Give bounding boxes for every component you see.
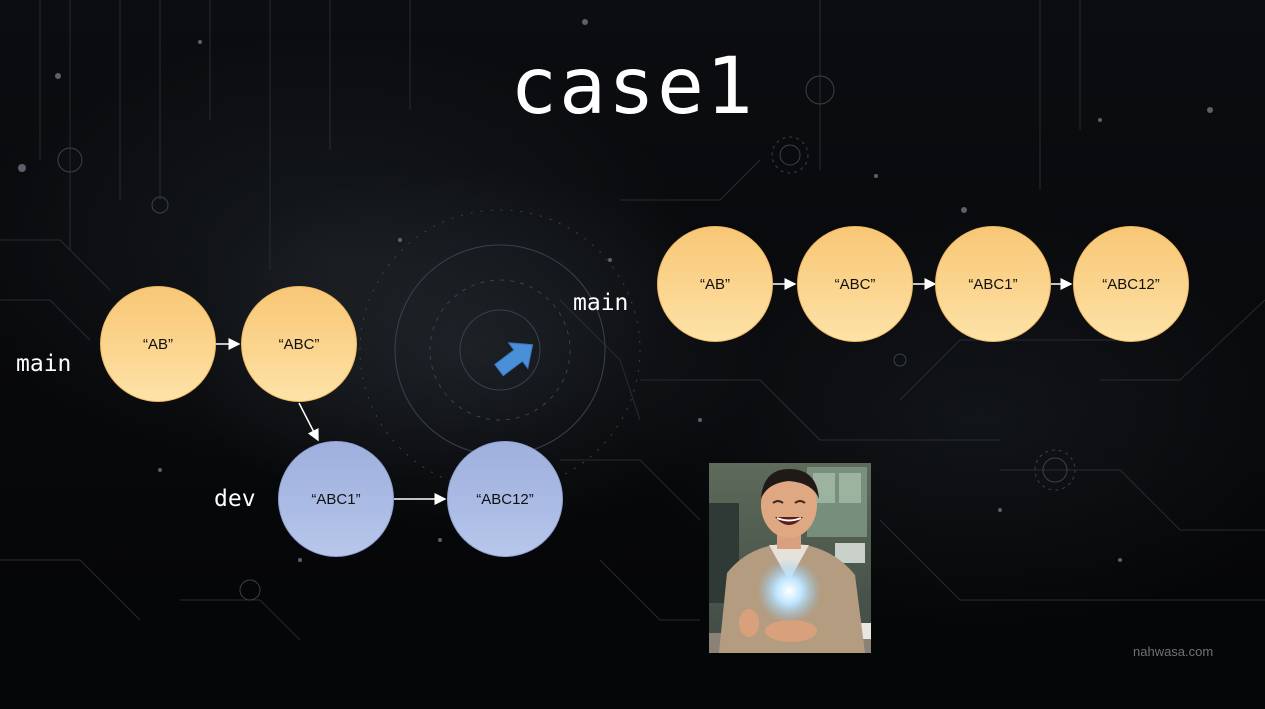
commit-node-main-ab: “AB” (100, 286, 216, 402)
commit-label: “ABC12” (1102, 275, 1160, 293)
branch-label-main-after: main (573, 290, 629, 316)
commit-label: “ABC1” (968, 275, 1018, 293)
meme-photo (709, 463, 871, 653)
commit-node-after-abc12: “ABC12” (1073, 226, 1189, 342)
commit-node-main-abc: “ABC” (241, 286, 357, 402)
commit-node-after-ab: “AB” (657, 226, 773, 342)
commit-label: “ABC” (278, 335, 320, 353)
slide-title: case1 (510, 42, 755, 132)
commit-node-dev-abc12: “ABC12” (447, 441, 563, 557)
commit-label: “AB” (143, 335, 173, 353)
branch-label-main-before: main (16, 351, 72, 377)
commit-label: “ABC1” (311, 490, 361, 508)
commit-node-dev-abc1: “ABC1” (278, 441, 394, 557)
commit-label: “ABC” (834, 275, 876, 293)
branch-label-dev: dev (214, 486, 256, 512)
commit-label: “AB” (700, 275, 730, 293)
commit-node-after-abc: “ABC” (797, 226, 913, 342)
watermark: nahwasa.com (1133, 644, 1214, 659)
meme-photo-illustration (709, 463, 871, 653)
commit-label: “ABC12” (476, 490, 534, 508)
commit-node-after-abc1: “ABC1” (935, 226, 1051, 342)
